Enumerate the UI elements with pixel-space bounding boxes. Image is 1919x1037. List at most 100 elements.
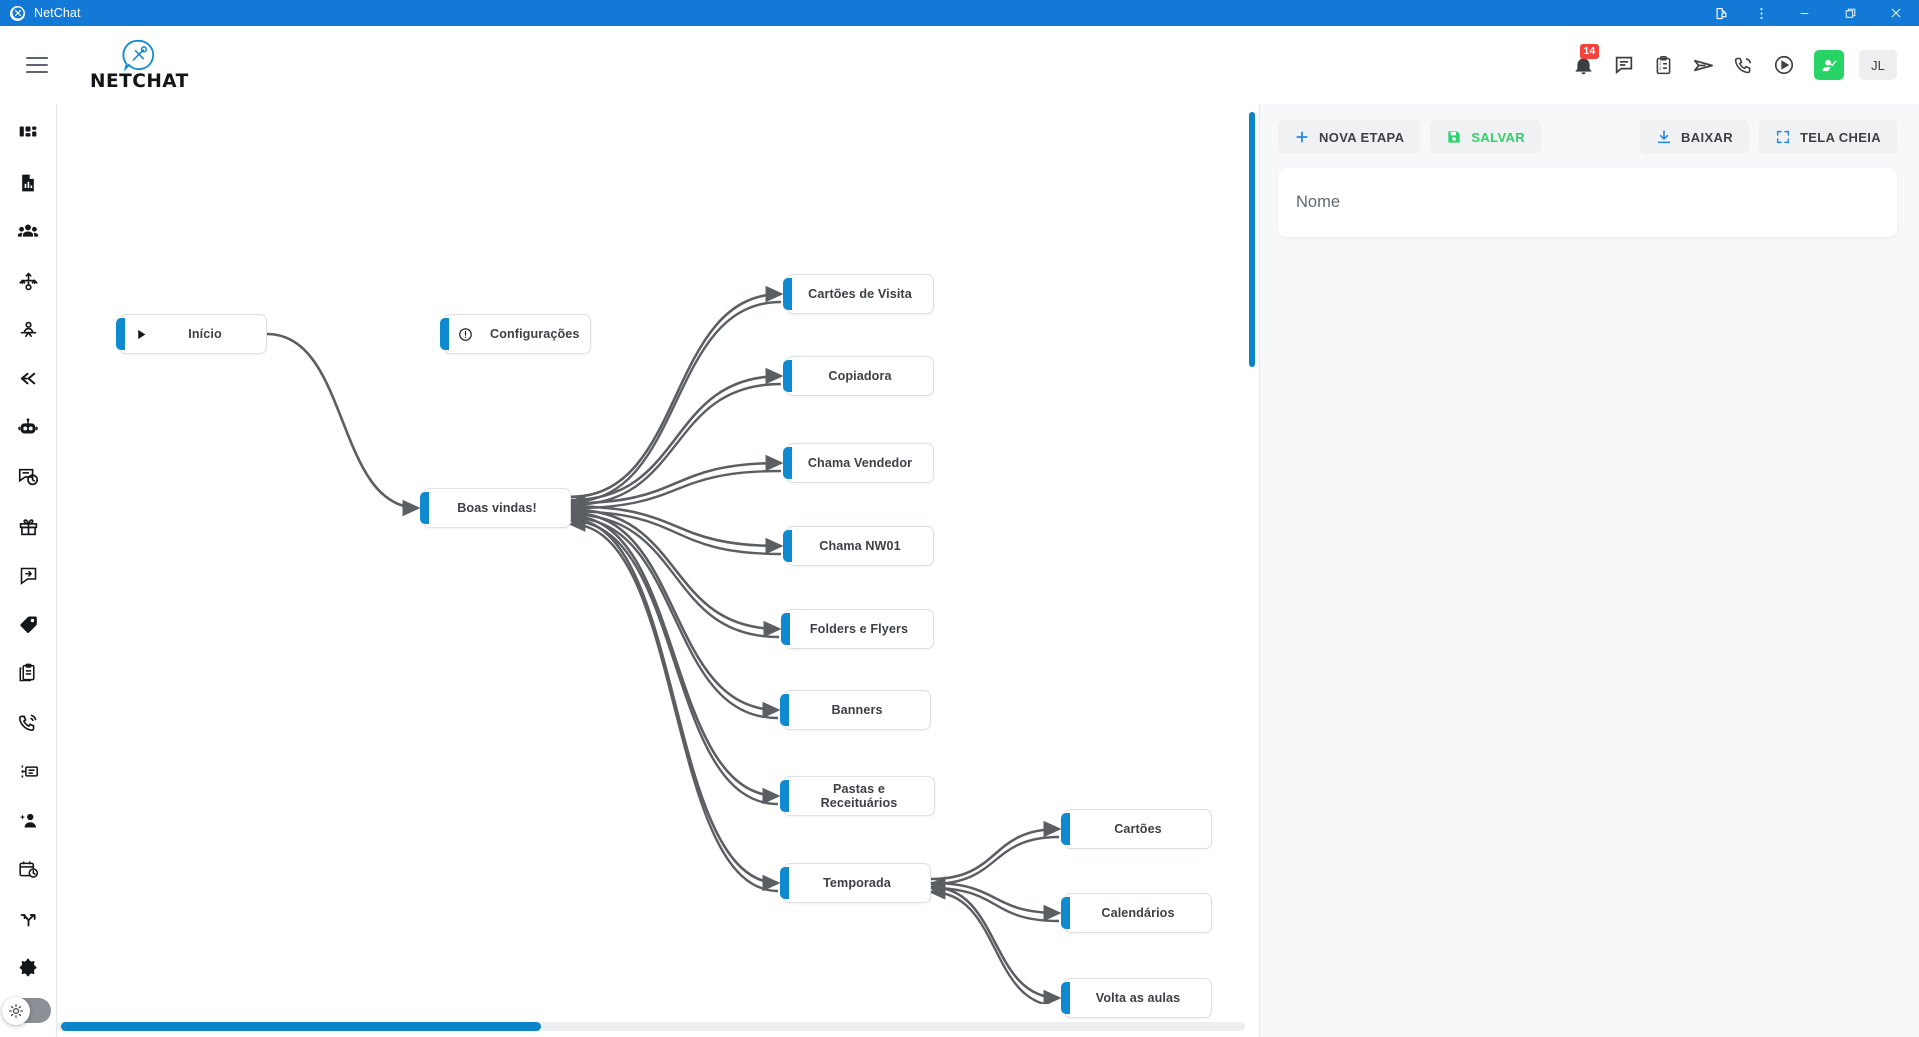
gift-icon (18, 516, 39, 542)
sidebar-item-transferir[interactable] (0, 357, 57, 406)
exclamation-circle-icon (450, 327, 480, 342)
download-icon (1656, 129, 1672, 145)
flow-node-volta[interactable]: Volta as aulas (1061, 978, 1212, 1018)
sidebar-item-historico[interactable] (0, 455, 57, 504)
flow-edge (570, 511, 781, 719)
flow-edge (930, 885, 1062, 1004)
flow-node-label: Boas vindas! (457, 501, 537, 515)
right-panel: NOVA ETAPA SALVAR BAIXAR TELA CHEIA (1260, 104, 1919, 1037)
notifications-bell-icon[interactable]: 14 (1568, 43, 1599, 81)
tela-cheia-button[interactable]: TELA CHEIA (1758, 120, 1897, 154)
sidebar-item-dashboard[interactable] (0, 112, 57, 161)
salvar-button[interactable]: SALVAR (1430, 120, 1541, 154)
flow-edge (568, 516, 779, 893)
sidebar-item-ramificacoes[interactable] (0, 896, 57, 945)
close-icon[interactable] (1873, 0, 1919, 26)
flow-node-label: Volta as aulas (1095, 991, 1181, 1005)
sidebar-item-novo-usuario[interactable] (0, 798, 57, 847)
fullscreen-icon (1775, 129, 1791, 145)
flow-node-boas[interactable]: Boas vindas! (420, 488, 571, 528)
flow-node-calendarios[interactable]: Calendários (1061, 893, 1212, 933)
flow-edge (570, 517, 781, 892)
flow-edge (570, 505, 784, 555)
flow-node-cartoes-v[interactable]: Cartões de Visita (783, 274, 934, 314)
flow-node-nw01[interactable]: Chama NW01 (783, 526, 934, 566)
sidebar-item-filas[interactable] (0, 749, 57, 798)
sidebar-item-agendamentos[interactable] (0, 847, 57, 896)
name-field-card[interactable]: Nome (1278, 168, 1897, 237)
sidebar-item-fluxos[interactable] (0, 259, 57, 308)
left-sidebar (0, 104, 57, 1037)
extensions-icon[interactable] (1701, 0, 1741, 26)
tag-label-icon (18, 614, 39, 640)
svg-text:2: 2 (1659, 65, 1662, 70)
sidebar-item-bot[interactable] (0, 406, 57, 455)
add-user-star-icon (18, 810, 39, 836)
flow-edge (568, 469, 782, 516)
flow-edge (568, 506, 780, 639)
flow-edges (266, 285, 1062, 1004)
window-titlebar: NetChat (0, 0, 1919, 26)
flow-edge (570, 514, 781, 805)
sidebar-item-etiquetas[interactable] (0, 602, 57, 651)
flow-edge (570, 367, 784, 502)
more-menu-icon[interactable] (1741, 0, 1781, 26)
flow-node-label: Pastas e Receituários (820, 782, 898, 810)
flow-node-pastas[interactable]: Pastas e Receituários (780, 776, 935, 816)
flow-edge (570, 508, 782, 638)
flow-node-inicio[interactable]: Início (116, 314, 267, 354)
hamburger-menu-icon[interactable] (10, 57, 64, 73)
netchat-logo-icon (122, 39, 155, 72)
flow-node-config[interactable]: Configurações (440, 314, 591, 354)
minimize-icon[interactable] (1781, 0, 1827, 26)
flow-edge (568, 503, 782, 556)
flow-edge (928, 835, 1060, 892)
maximize-icon[interactable] (1827, 0, 1873, 26)
sidebar-item-chamadas[interactable] (0, 700, 57, 749)
flow-node-label: Chama Vendedor (807, 456, 913, 470)
sidebar-item-campanhas[interactable] (0, 504, 57, 553)
flow-node-folders[interactable]: Folders e Flyers (781, 609, 934, 649)
add-contact-button[interactable] (1814, 50, 1844, 80)
robot-bot-icon (17, 417, 39, 444)
flow-edge (568, 510, 779, 720)
user-avatar[interactable]: JL (1859, 50, 1897, 80)
branch-split-icon (18, 908, 39, 934)
flow-node-copiadora[interactable]: Copiadora (783, 356, 934, 396)
sidebar-item-atendimento[interactable] (0, 308, 57, 357)
sidebar-item-contatos[interactable] (0, 210, 57, 259)
sidebar-item-tarefas[interactable] (0, 651, 57, 700)
name-input-placeholder: Nome (1296, 193, 1341, 211)
flow-node-banners[interactable]: Banners (780, 690, 931, 730)
flow-node-label: Início (188, 327, 222, 341)
flow-node-label: Cartões (1114, 822, 1162, 836)
flow-node-label: Banners (831, 703, 883, 717)
window-title: NetChat (34, 6, 81, 20)
flow-node-temporada[interactable]: Temporada (780, 863, 931, 903)
canvas-vertical-scrollbar[interactable] (1249, 112, 1255, 367)
flow-edge (928, 880, 1060, 923)
svg-text:1: 1 (1659, 60, 1662, 65)
play-circle-icon[interactable] (1768, 50, 1799, 81)
nova-etapa-button[interactable]: NOVA ETAPA (1278, 120, 1421, 154)
flow-node-label: Cartões de Visita (808, 287, 912, 301)
canvas-horizontal-scrollbar[interactable] (61, 1022, 541, 1031)
flow-edge (570, 285, 784, 499)
chat-message-icon[interactable] (1608, 50, 1639, 81)
sidebar-item-configuracoes[interactable] (0, 945, 57, 994)
theme-toggle[interactable] (2, 996, 51, 1025)
flow-node-vendedor[interactable]: Chama Vendedor (783, 443, 934, 483)
phone-call-icon[interactable] (1728, 50, 1759, 81)
baixar-button[interactable]: BAIXAR (1640, 120, 1749, 154)
play-triangle-icon (126, 328, 156, 341)
sun-theme-icon (2, 996, 30, 1025)
sidebar-item-exportar[interactable] (0, 553, 57, 602)
panel-action-bar: NOVA ETAPA SALVAR BAIXAR TELA CHEIA (1278, 120, 1897, 154)
send-paper-plane-icon[interactable] (1688, 50, 1719, 81)
sidebar-item-relatorios[interactable] (0, 161, 57, 210)
flow-node-cartoes[interactable]: Cartões (1061, 809, 1212, 849)
